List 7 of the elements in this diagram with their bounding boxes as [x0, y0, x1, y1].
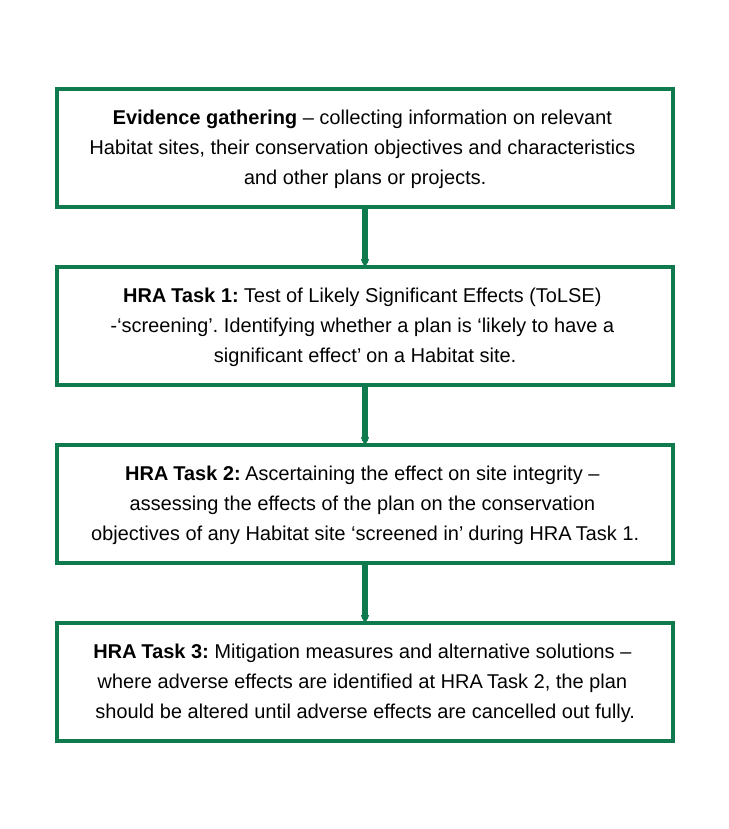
arrow: [360, 562, 369, 623]
node-box: HRA Task 1: Test of Likely Significant Effects (ToLSE) -‘screening’. Identifying whether a plan is ‘likely to have a significant effect’ on a Habitat site.: [54, 264, 674, 386]
node-box: Evidence gathering – collecting information on relevant Habitat sites, their conservation objectives and characteristics and other plans or projects.: [54, 86, 674, 208]
node-box: HRA Task 3: Mitigation measures and alternative solutions – where adverse effects are identified at HRA Task 2, the plan should be altered until adverse effects are cancelled out fully.: [54, 620, 674, 742]
arrow: [360, 384, 369, 445]
arrow: [360, 206, 369, 267]
node-box: HRA Task 2: Ascertaining the effect on site integrity – assessing the effects of the plan on the conservation objectives of any Habitat site ‘screened in’ during HRA Task 1.: [54, 442, 674, 564]
